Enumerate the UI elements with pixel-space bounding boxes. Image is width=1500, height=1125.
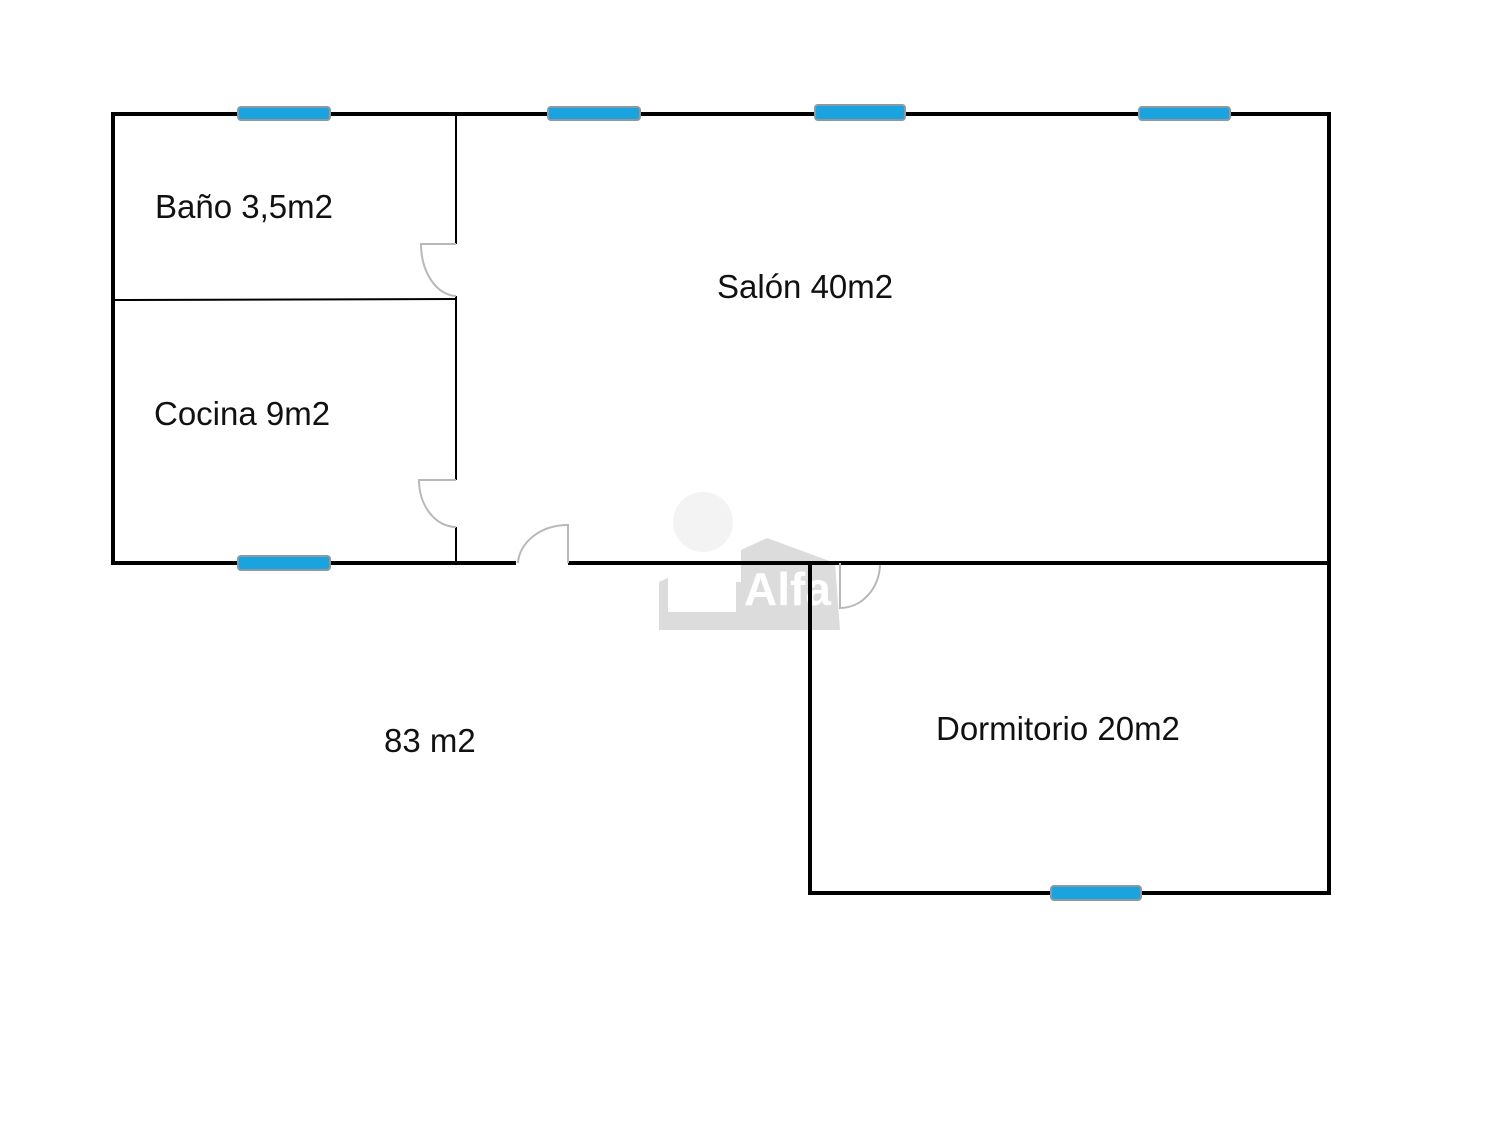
room-label-bano: Baño 3,5m2: [155, 188, 333, 225]
watermark-text: Alfa: [744, 563, 831, 615]
door-entrance: [517, 523, 569, 564]
door-bano: [419, 243, 457, 297]
room-label-salon: Salón 40m2: [717, 268, 893, 305]
door-cocina: [417, 479, 457, 528]
window: [814, 104, 906, 121]
room-label-dormitorio: Dormitorio 20m2: [936, 710, 1180, 747]
window: [547, 106, 641, 121]
window: [1050, 885, 1142, 901]
window: [1138, 106, 1231, 121]
room-label-cocina: Cocina 9m2: [154, 395, 330, 432]
window: [237, 106, 331, 121]
wall-bano-cocina: [112, 298, 457, 301]
window: [237, 555, 331, 571]
door-dormitorio: [839, 563, 881, 610]
total-area-label: 83 m2: [384, 722, 476, 759]
interior-walls: [112, 114, 457, 563]
